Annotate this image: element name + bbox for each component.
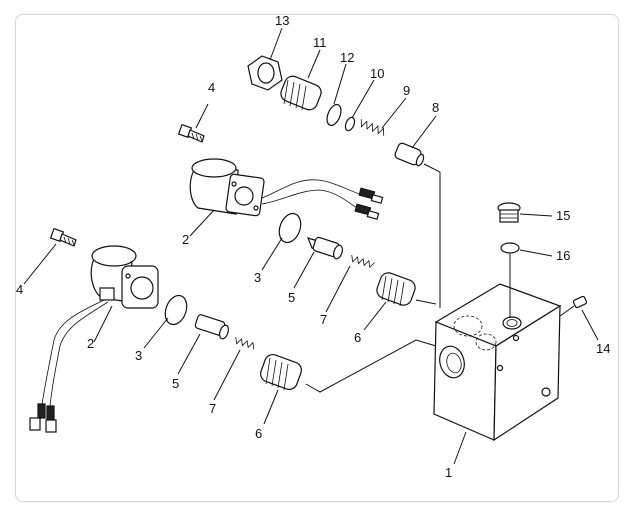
callout-4-upper: 4: [208, 80, 215, 95]
spring-9: [360, 119, 385, 136]
callout-2-lower: 2: [87, 336, 94, 351]
callout-7-upper: 7: [320, 312, 327, 327]
leader-lines: [23, 27, 599, 465]
bolt-upper: [177, 123, 205, 143]
sleeve-lower: [260, 353, 302, 391]
sleeve-upper: [376, 272, 416, 307]
callout-6-upper: 6: [354, 330, 361, 345]
plug-8: [394, 142, 425, 167]
valve-body-block: [433, 283, 562, 442]
o-ring-lower: [164, 294, 188, 326]
solenoid-upper: [189, 158, 384, 220]
callout-5-upper: 5: [288, 290, 295, 305]
ring-10: [344, 116, 356, 132]
o-ring-12: [326, 103, 342, 127]
callout-8: 8: [432, 100, 439, 115]
nut-13: [247, 55, 283, 91]
spring-upper: [351, 255, 375, 269]
plug-15: [497, 202, 521, 223]
callout-12: 12: [340, 50, 354, 65]
callout-14: 14: [596, 341, 610, 356]
callout-4-lower: 4: [16, 282, 23, 297]
sleeve-11: [280, 75, 322, 111]
callout-10: 10: [370, 66, 384, 81]
spring-lower: [235, 337, 255, 350]
callout-3-upper: 3: [254, 270, 261, 285]
callout-labels: 1 2 2 3 3 4 4 5 5 6 6 7 7 8 9 10 11 12 1…: [16, 13, 610, 480]
spool-upper: [306, 236, 343, 260]
spool-lower: [194, 314, 229, 340]
plug-14: [572, 295, 588, 309]
solenoid-lower: [29, 245, 159, 433]
callout-7-lower: 7: [209, 401, 216, 416]
callout-16: 16: [556, 248, 570, 263]
callout-13: 13: [275, 13, 289, 28]
callout-11: 11: [313, 35, 327, 50]
callout-1: 1: [445, 465, 452, 480]
callout-3-lower: 3: [135, 348, 142, 363]
assembly-lines: [305, 163, 575, 393]
callout-2-upper: 2: [182, 232, 189, 247]
callout-5-lower: 5: [172, 376, 179, 391]
callout-6-lower: 6: [255, 426, 262, 441]
bolt-lower: [49, 227, 77, 247]
callout-9: 9: [403, 83, 410, 98]
o-ring-upper: [278, 212, 302, 244]
callout-15: 15: [556, 208, 570, 223]
ring-16: [500, 242, 520, 254]
